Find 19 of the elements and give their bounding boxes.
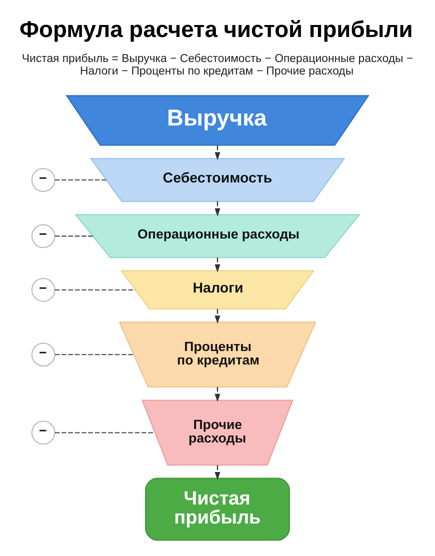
connector (54, 236, 93, 237)
node-circle: − (31, 168, 56, 192)
connector (54, 432, 155, 434)
node-circle: − (31, 278, 56, 302)
node-circle: − (31, 224, 56, 248)
node-circle: − (31, 342, 56, 367)
connector (54, 289, 136, 290)
arrow (214, 201, 220, 216)
arrow (214, 309, 220, 324)
arrow (214, 146, 220, 160)
node-box: Чистая прибыль (145, 478, 290, 541)
diagram-title: Формула расчета чистой прибыли (20, 16, 413, 42)
arrow (214, 465, 220, 480)
connector (54, 179, 106, 181)
node-circle: − (31, 420, 56, 445)
arrow (214, 258, 220, 272)
arrow (214, 386, 220, 402)
label: Чистая прибыль = Выручка − Себестоимость − Операционные расходы − Налоги − Проценты по кредитам − Прочие расходы (22, 53, 414, 78)
connector (54, 354, 134, 356)
